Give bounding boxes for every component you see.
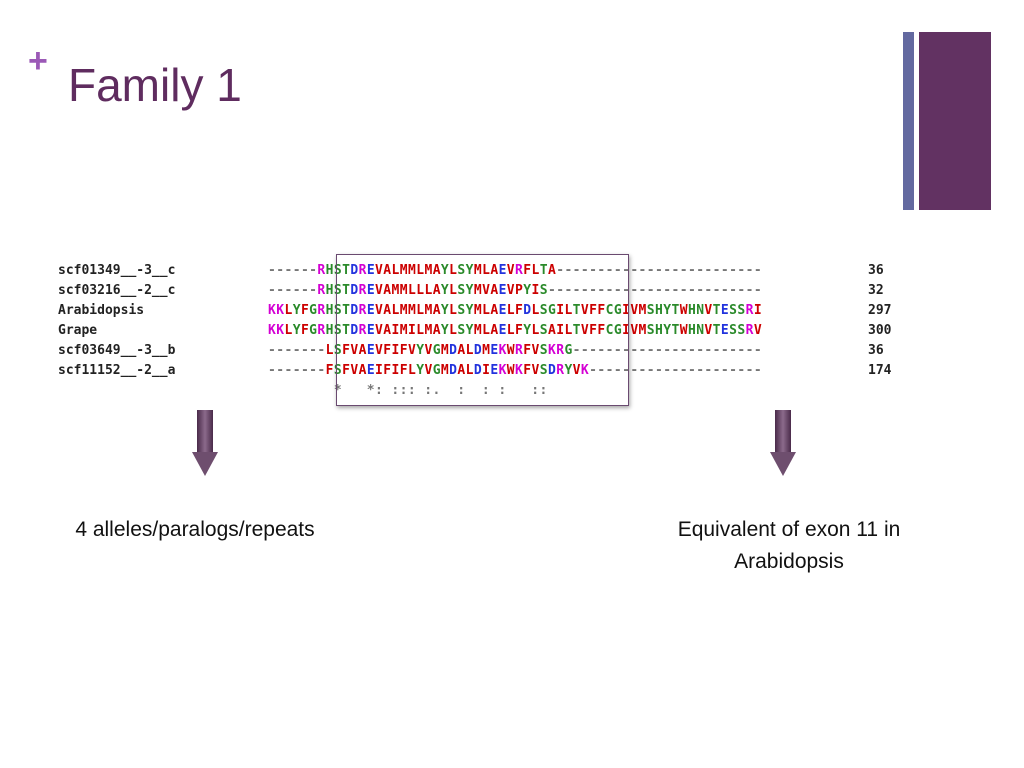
alignment-row: Grape KKLYFGRHSTDREVAIMILMAYLSYMLAELFYLS… — [58, 321, 928, 341]
caption-exon: Equivalent of exon 11 in Arabidopsis — [640, 514, 938, 578]
alignment-row: scf03216__-2__c ------RHSTDREVAMMLLLAYLS… — [58, 281, 928, 301]
sequence-residues: KKLYFGRHSTDREVAIMILMAYLSYMLAELFYLSAILTVF… — [268, 323, 763, 338]
sequence-residues: -------LSFVAEVFIFVYVGMDALDMEKWRFVSKRG---… — [268, 343, 763, 358]
sequence-count: 36 — [868, 343, 884, 358]
conservation-row: * *: ::: :. : : : :: — [58, 381, 928, 401]
sequence-name: scf11152__-2__a — [58, 363, 176, 378]
caption-alleles: 4 alleles/paralogs/repeats — [75, 518, 315, 541]
sequence-count: 174 — [868, 363, 892, 378]
sequence-name: scf03649__-3__b — [58, 343, 176, 358]
bullet-plus-icon: + — [28, 42, 48, 80]
sequence-name: Arabidopsis — [58, 303, 145, 318]
highlight-box — [336, 254, 629, 406]
decorative-bar-thick — [919, 32, 991, 210]
sequence-residues: ------RHSTDREVALMMLMAYLSYMLAEVRFLTA-----… — [268, 263, 763, 278]
sequence-residues: ------RHSTDREVAMMLLLAYLSYMVAEVPYIS------… — [268, 283, 763, 298]
sequence-count: 32 — [868, 283, 884, 298]
decorative-bar-thin — [903, 32, 914, 210]
conservation-marks: * *: ::: :. : : : :: — [268, 383, 548, 398]
sequence-count: 297 — [868, 303, 892, 318]
alignment-row: scf03649__-3__b -------LSFVAEVFIFVYVGMDA… — [58, 341, 928, 361]
sequence-count: 300 — [868, 323, 892, 338]
sequence-name: scf01349__-3__c — [58, 263, 176, 278]
sequence-residues: KKLYFGRHSTDREVALMMLMAYLSYMLAELFDLSGILTVF… — [268, 303, 763, 318]
alignment-row: scf01349__-3__c ------RHSTDREVALMMLMAYLS… — [58, 261, 928, 281]
sequence-residues: -------FSFVAEIFIFLYVGMDALDIEKWKFVSDRYVK-… — [268, 363, 763, 378]
sequence-count: 36 — [868, 263, 884, 278]
slide-title: Family 1 — [68, 59, 242, 111]
conservation-spacer — [58, 381, 268, 401]
sequence-alignment: scf01349__-3__c ------RHSTDREVALMMLMAYLS… — [58, 261, 928, 401]
alignment-row: Arabidopsis KKLYFGRHSTDREVALMMLMAYLSYMLA… — [58, 301, 928, 321]
caption-exon-line2: Arabidopsis — [734, 550, 844, 573]
sequence-name: scf03216__-2__c — [58, 283, 176, 298]
sequence-name: Grape — [58, 323, 98, 338]
caption-exon-line1: Equivalent of exon 11 in — [677, 518, 901, 541]
alignment-row: scf11152__-2__a -------FSFVAEIFIFLYVGMDA… — [58, 361, 928, 381]
